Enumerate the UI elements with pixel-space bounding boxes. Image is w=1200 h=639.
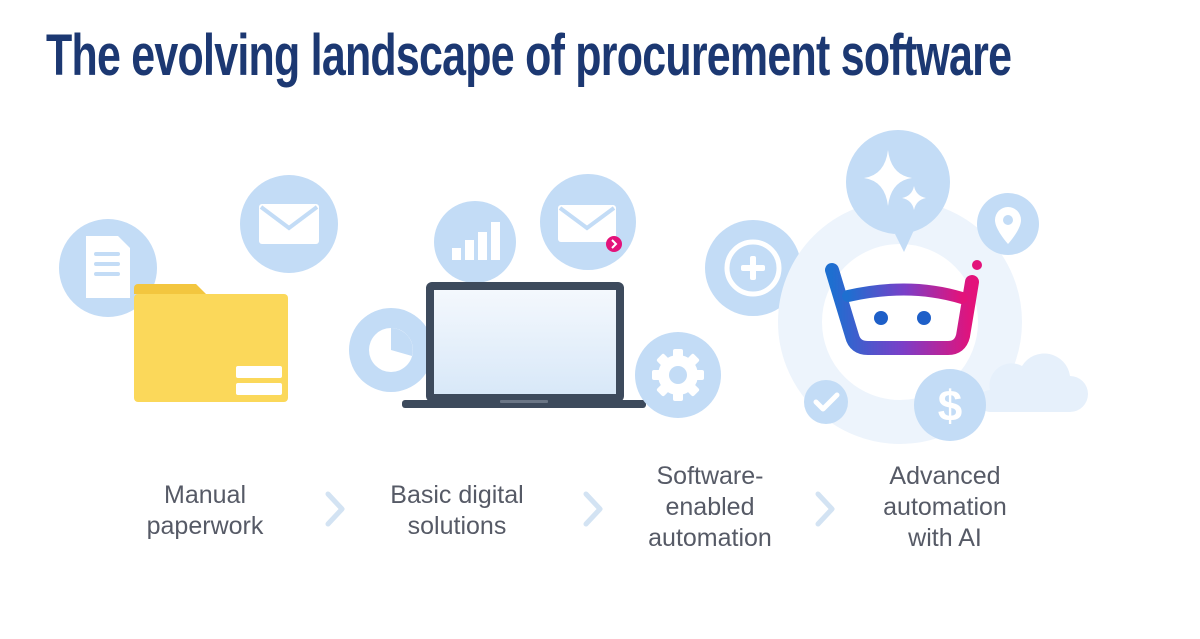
pie-chart-icon (349, 308, 433, 392)
basket-bot-logo (825, 260, 982, 355)
chevron-right-icon (325, 491, 345, 527)
svg-text:$: $ (938, 382, 962, 431)
stage-label-advanced-automation-with-ai: Advanced automation with AI (883, 462, 1007, 552)
laptop-icon (402, 282, 646, 408)
gear-icon (635, 332, 721, 418)
chevron-right-icon (815, 491, 835, 527)
location-pin-icon (977, 193, 1039, 255)
page-title: The evolving landscape of procurement so… (46, 23, 1012, 88)
chevron-right-icon (583, 491, 603, 527)
checkmark-icon (804, 380, 848, 424)
plus-icon (705, 220, 801, 316)
stage-label-basic-digital-solutions: Basic digital solutions (390, 481, 524, 540)
envelope-icon (540, 174, 636, 270)
envelope-icon (240, 175, 338, 273)
sparkle-icon (846, 130, 950, 252)
document-icon (59, 219, 157, 317)
dollar-icon: $ (914, 369, 986, 441)
bar-chart-icon (434, 201, 516, 283)
cloud-icon (979, 353, 1088, 412)
stage-label-software-enabled-automation: Software- enabled automation (648, 462, 772, 552)
stage-label-manual-paperwork: Manual paperwork (146, 481, 264, 540)
folder-icon (134, 284, 288, 402)
